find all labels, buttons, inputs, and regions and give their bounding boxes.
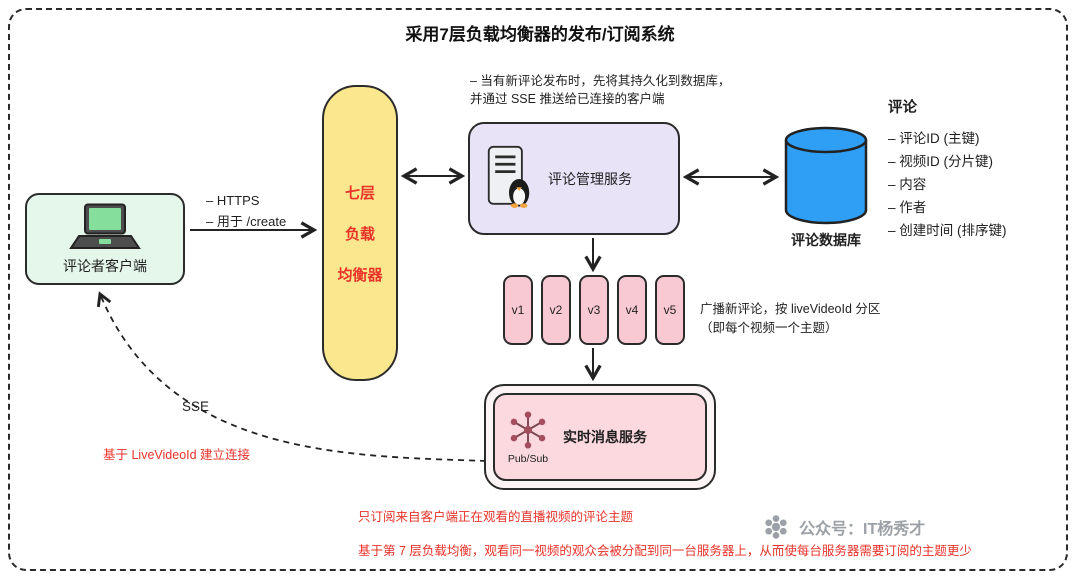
pubsub-icon-group: Pub/Sub <box>507 409 549 465</box>
watermark: 公众号：IT杨秀才 <box>762 513 925 541</box>
comment-service-label: 评论管理服务 <box>548 170 632 187</box>
diagram-title: 采用7层负载均衡器的发布/订阅系统 <box>405 25 675 44</box>
client-label: 评论者客户端 <box>63 257 147 274</box>
schema-field: – 内容 <box>888 177 927 192</box>
service-note-line2: 并通过 SSE 推送给已连接的客户端 <box>470 92 665 106</box>
watermark-label: 公众号：IT杨秀才 <box>799 521 926 538</box>
service-note-line1: – 当有新评论发布时，先将其持久化到数据库， <box>470 74 731 88</box>
laptop-icon <box>69 203 141 249</box>
service-note: – 当有新评论发布时，先将其持久化到数据库， 并通过 SSE 推送给已连接的客户… <box>470 72 730 108</box>
partition-v3: v3 <box>579 275 609 345</box>
sse-connection-note: 基于 LiveVideoId 建立连接 <box>103 448 251 462</box>
pubsub-inner: Pub/Sub 实时消息服务 <box>493 393 707 481</box>
partition-v4: v4 <box>617 275 647 345</box>
https-note-line2: – 用于 /create <box>206 214 287 229</box>
partition-note: 广播新评论，按 liveVideoId 分区 （即每个视频一个主题） <box>700 300 880 338</box>
pubsub-sublabel: Pub/Sub <box>507 453 549 465</box>
partition-v1: v1 <box>503 275 533 345</box>
server-linux-icon <box>487 145 530 208</box>
partition-v2: v2 <box>541 275 571 345</box>
pubsub-node: Pub/Sub 实时消息服务 <box>484 384 716 490</box>
https-note-line1: – HTTPS <box>206 193 260 208</box>
dashed-border <box>8 8 1068 571</box>
lb-line3: 均衡器 <box>337 266 383 284</box>
partition-note-line2: （即每个视频一个主题） <box>700 321 838 335</box>
schema-field: – 视频ID (分片键) <box>888 154 994 169</box>
watermark-logo-icon <box>765 515 787 539</box>
footer-note-1: 只订阅来自客户端正在观看的直播视频的评论主题 <box>358 510 634 524</box>
schema-field: – 作者 <box>888 200 927 215</box>
lb-line1: 七层 <box>344 184 375 202</box>
schema-field: – 创建时间 (排序键) <box>888 223 1007 238</box>
load-balancer-node: 七层 负载 均衡器 <box>322 85 398 381</box>
database-label: 评论数据库 <box>791 232 861 248</box>
lb-line2: 负载 <box>344 225 375 243</box>
comment-schema: 评论 – 评论ID (主键) – 视频ID (分片键) – 内容 – 作者 – … <box>888 96 1007 242</box>
footer-note-2: 基于第 7 层负载均衡，观看同一视频的观众会被分配到同一台服务器上，从而使每台服… <box>358 544 972 558</box>
pubsub-label: 实时消息服务 <box>563 429 647 445</box>
https-note: – HTTPS – 用于 /create <box>206 190 286 232</box>
partition-v5: v5 <box>655 275 685 345</box>
schema-field: – 评论ID (主键) <box>888 131 980 146</box>
schema-title: 评论 <box>888 100 917 116</box>
partition-note-line1: 广播新评论，按 liveVideoId 分区 <box>700 302 881 316</box>
comment-service-node: 评论管理服务 <box>468 122 680 235</box>
sse-label: SSE <box>182 399 210 414</box>
hub-network-icon <box>510 411 546 449</box>
database-icon <box>784 126 868 225</box>
client-node: 评论者客户端 <box>25 193 185 285</box>
